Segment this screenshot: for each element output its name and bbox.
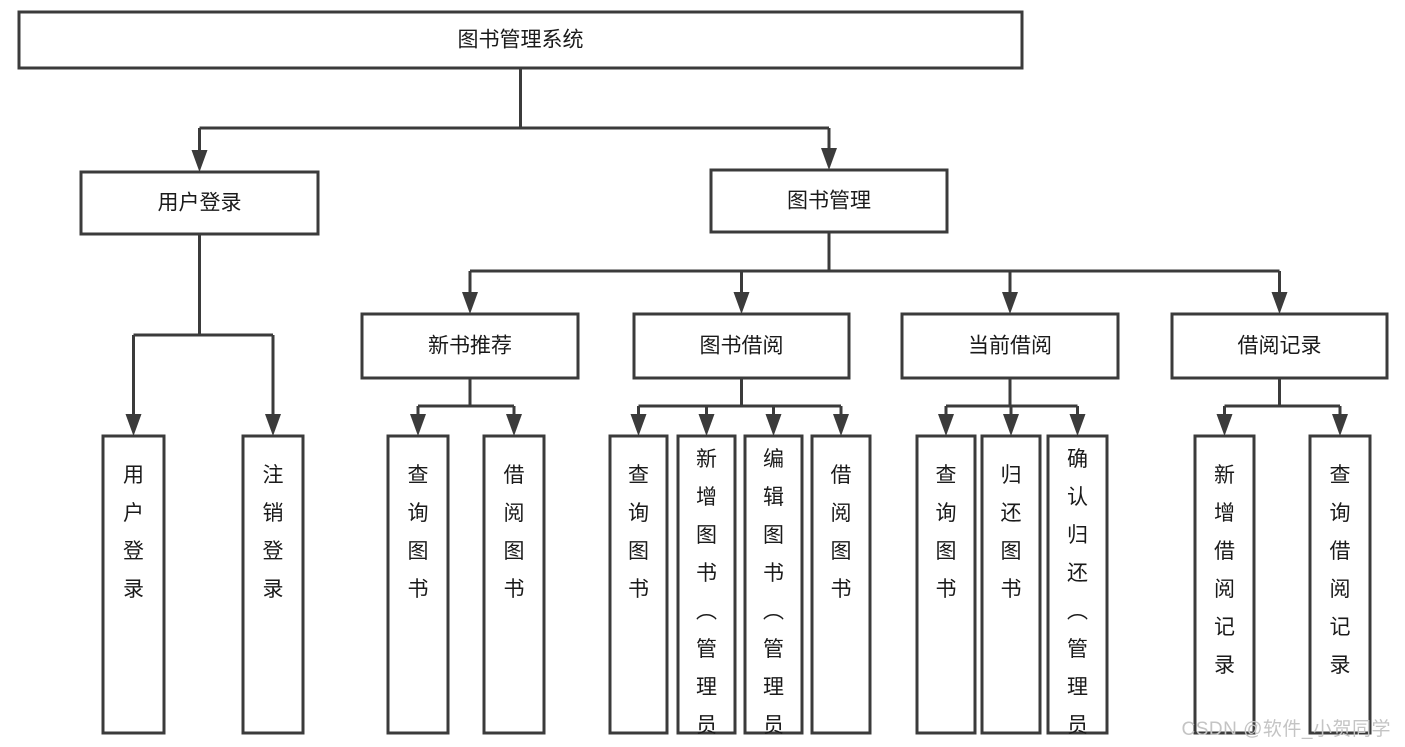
edge-recommend-query-book-arrowhead: [410, 414, 426, 436]
edge-recommend-borrow-book-arrowhead: [506, 414, 522, 436]
edge-current-borrow-arrowhead: [1002, 292, 1018, 314]
node-layer: 图书管理系统用户登录图书管理用户登录注销登录新书推荐查询图书借阅图书图书借阅查询…: [17, 10, 1389, 747]
node-box-current-borrow: [900, 312, 1120, 380]
node-box-current-return-book: [980, 434, 1042, 735]
node-recommend-borrow-book[interactable]: 借阅图书: [482, 434, 546, 735]
node-box-current-query-book: [915, 434, 977, 735]
connector-layer: [125, 68, 1348, 436]
node-label-current-return-book: 归还图书: [1001, 464, 1022, 601]
node-current-confirm-return[interactable]: 确认归还︵管理员︶: [1046, 434, 1109, 747]
node-label-current-query-book: 查询图书: [936, 464, 957, 601]
node-label-new-book-recommend: 新书推荐: [428, 335, 512, 358]
edge-root-book-management-arrowhead: [821, 148, 837, 170]
edge-record-add-arrowhead: [1216, 414, 1233, 436]
edge-user-login-do-arrowhead: [125, 414, 142, 436]
node-root[interactable]: 图书管理系统: [17, 10, 1024, 70]
node-label-record-query: 查询借阅记录: [1330, 464, 1351, 677]
node-current-borrow[interactable]: 当前借阅: [900, 312, 1120, 380]
node-label-borrow-add-book: 新增图书︵管理员︶: [696, 448, 717, 747]
node-box-borrow-query-book: [608, 434, 669, 735]
node-label-user-login: 用户登录: [158, 192, 242, 215]
edge-user-logout-arrowhead: [265, 414, 281, 436]
edge-book-borrow-arrowhead: [733, 292, 750, 314]
edge-borrow-edit-book-arrowhead: [765, 414, 782, 436]
node-label-borrow-query-book: 查询图书: [628, 464, 649, 601]
node-current-query-book[interactable]: 查询图书: [915, 434, 977, 735]
node-user-logout[interactable]: 注销登录: [241, 434, 305, 735]
node-borrow-borrow-book[interactable]: 借阅图书: [810, 434, 872, 735]
node-box-borrow-record: [1170, 312, 1389, 380]
node-box-record-add: [1193, 434, 1256, 735]
node-box-borrow-edit-book: [743, 434, 804, 735]
node-recommend-query-book[interactable]: 查询图书: [386, 434, 450, 735]
node-user-login-do[interactable]: 用户登录: [101, 434, 166, 735]
node-borrow-record[interactable]: 借阅记录: [1170, 312, 1389, 380]
node-label-user-logout: 注销登录: [263, 464, 284, 601]
edge-borrow-record-arrowhead: [1271, 292, 1288, 314]
edge-current-query-book-arrowhead: [938, 414, 954, 436]
node-record-query[interactable]: 查询借阅记录: [1308, 434, 1372, 735]
node-box-user-login-do: [101, 434, 166, 735]
node-borrow-add-book[interactable]: 新增图书︵管理员︶: [676, 434, 737, 747]
node-box-book-management: [709, 168, 949, 234]
edge-borrow-query-book-arrowhead: [630, 414, 647, 436]
node-current-return-book[interactable]: 归还图书: [980, 434, 1042, 735]
node-box-user-login: [79, 170, 320, 236]
node-box-borrow-add-book: [676, 434, 737, 735]
node-box-current-confirm-return: [1046, 434, 1109, 735]
csdn-watermark: CSDN @软件_小贺同学: [1181, 719, 1391, 740]
edge-record-query-arrowhead: [1332, 414, 1348, 436]
node-label-current-borrow: 当前借阅: [968, 335, 1052, 358]
edge-current-return-book-arrowhead: [1003, 414, 1019, 436]
node-label-current-confirm-return: 确认归还︵管理员︶: [1067, 448, 1088, 747]
node-user-login[interactable]: 用户登录: [79, 170, 320, 236]
node-box-borrow-borrow-book: [810, 434, 872, 735]
edge-new-book-recommend-arrowhead: [462, 292, 478, 314]
node-label-book-management: 图书管理: [787, 190, 871, 213]
node-box-root: [17, 10, 1024, 70]
node-book-management[interactable]: 图书管理: [709, 168, 949, 234]
node-label-book-borrow: 图书借阅: [700, 335, 784, 358]
node-label-borrow-edit-book: 编辑图书︵管理员︶: [763, 448, 784, 747]
node-box-new-book-recommend: [360, 312, 580, 380]
edge-borrow-borrow-book-arrowhead: [833, 414, 849, 436]
node-borrow-edit-book[interactable]: 编辑图书︵管理员︶: [743, 434, 804, 747]
edge-current-confirm-return-arrowhead: [1069, 414, 1086, 436]
node-new-book-recommend[interactable]: 新书推荐: [360, 312, 580, 380]
node-box-recommend-query-book: [386, 434, 450, 735]
node-box-record-query: [1308, 434, 1372, 735]
node-book-borrow[interactable]: 图书借阅: [632, 312, 851, 380]
node-label-recommend-borrow-book: 借阅图书: [504, 464, 525, 601]
node-box-user-logout: [241, 434, 305, 735]
node-record-add[interactable]: 新增借阅记录: [1193, 434, 1256, 735]
edge-borrow-add-book-arrowhead: [698, 414, 715, 436]
node-label-user-login-do: 用户登录: [123, 464, 144, 601]
node-box-book-borrow: [632, 312, 851, 380]
node-borrow-query-book[interactable]: 查询图书: [608, 434, 669, 735]
node-box-recommend-borrow-book: [482, 434, 546, 735]
node-label-borrow-borrow-book: 借阅图书: [831, 464, 852, 601]
node-label-borrow-record: 借阅记录: [1238, 335, 1322, 358]
node-label-recommend-query-book: 查询图书: [408, 464, 429, 601]
edge-root-user-login-arrowhead: [191, 150, 208, 172]
node-label-record-add: 新增借阅记录: [1214, 464, 1235, 677]
node-label-root: 图书管理系统: [458, 29, 584, 52]
